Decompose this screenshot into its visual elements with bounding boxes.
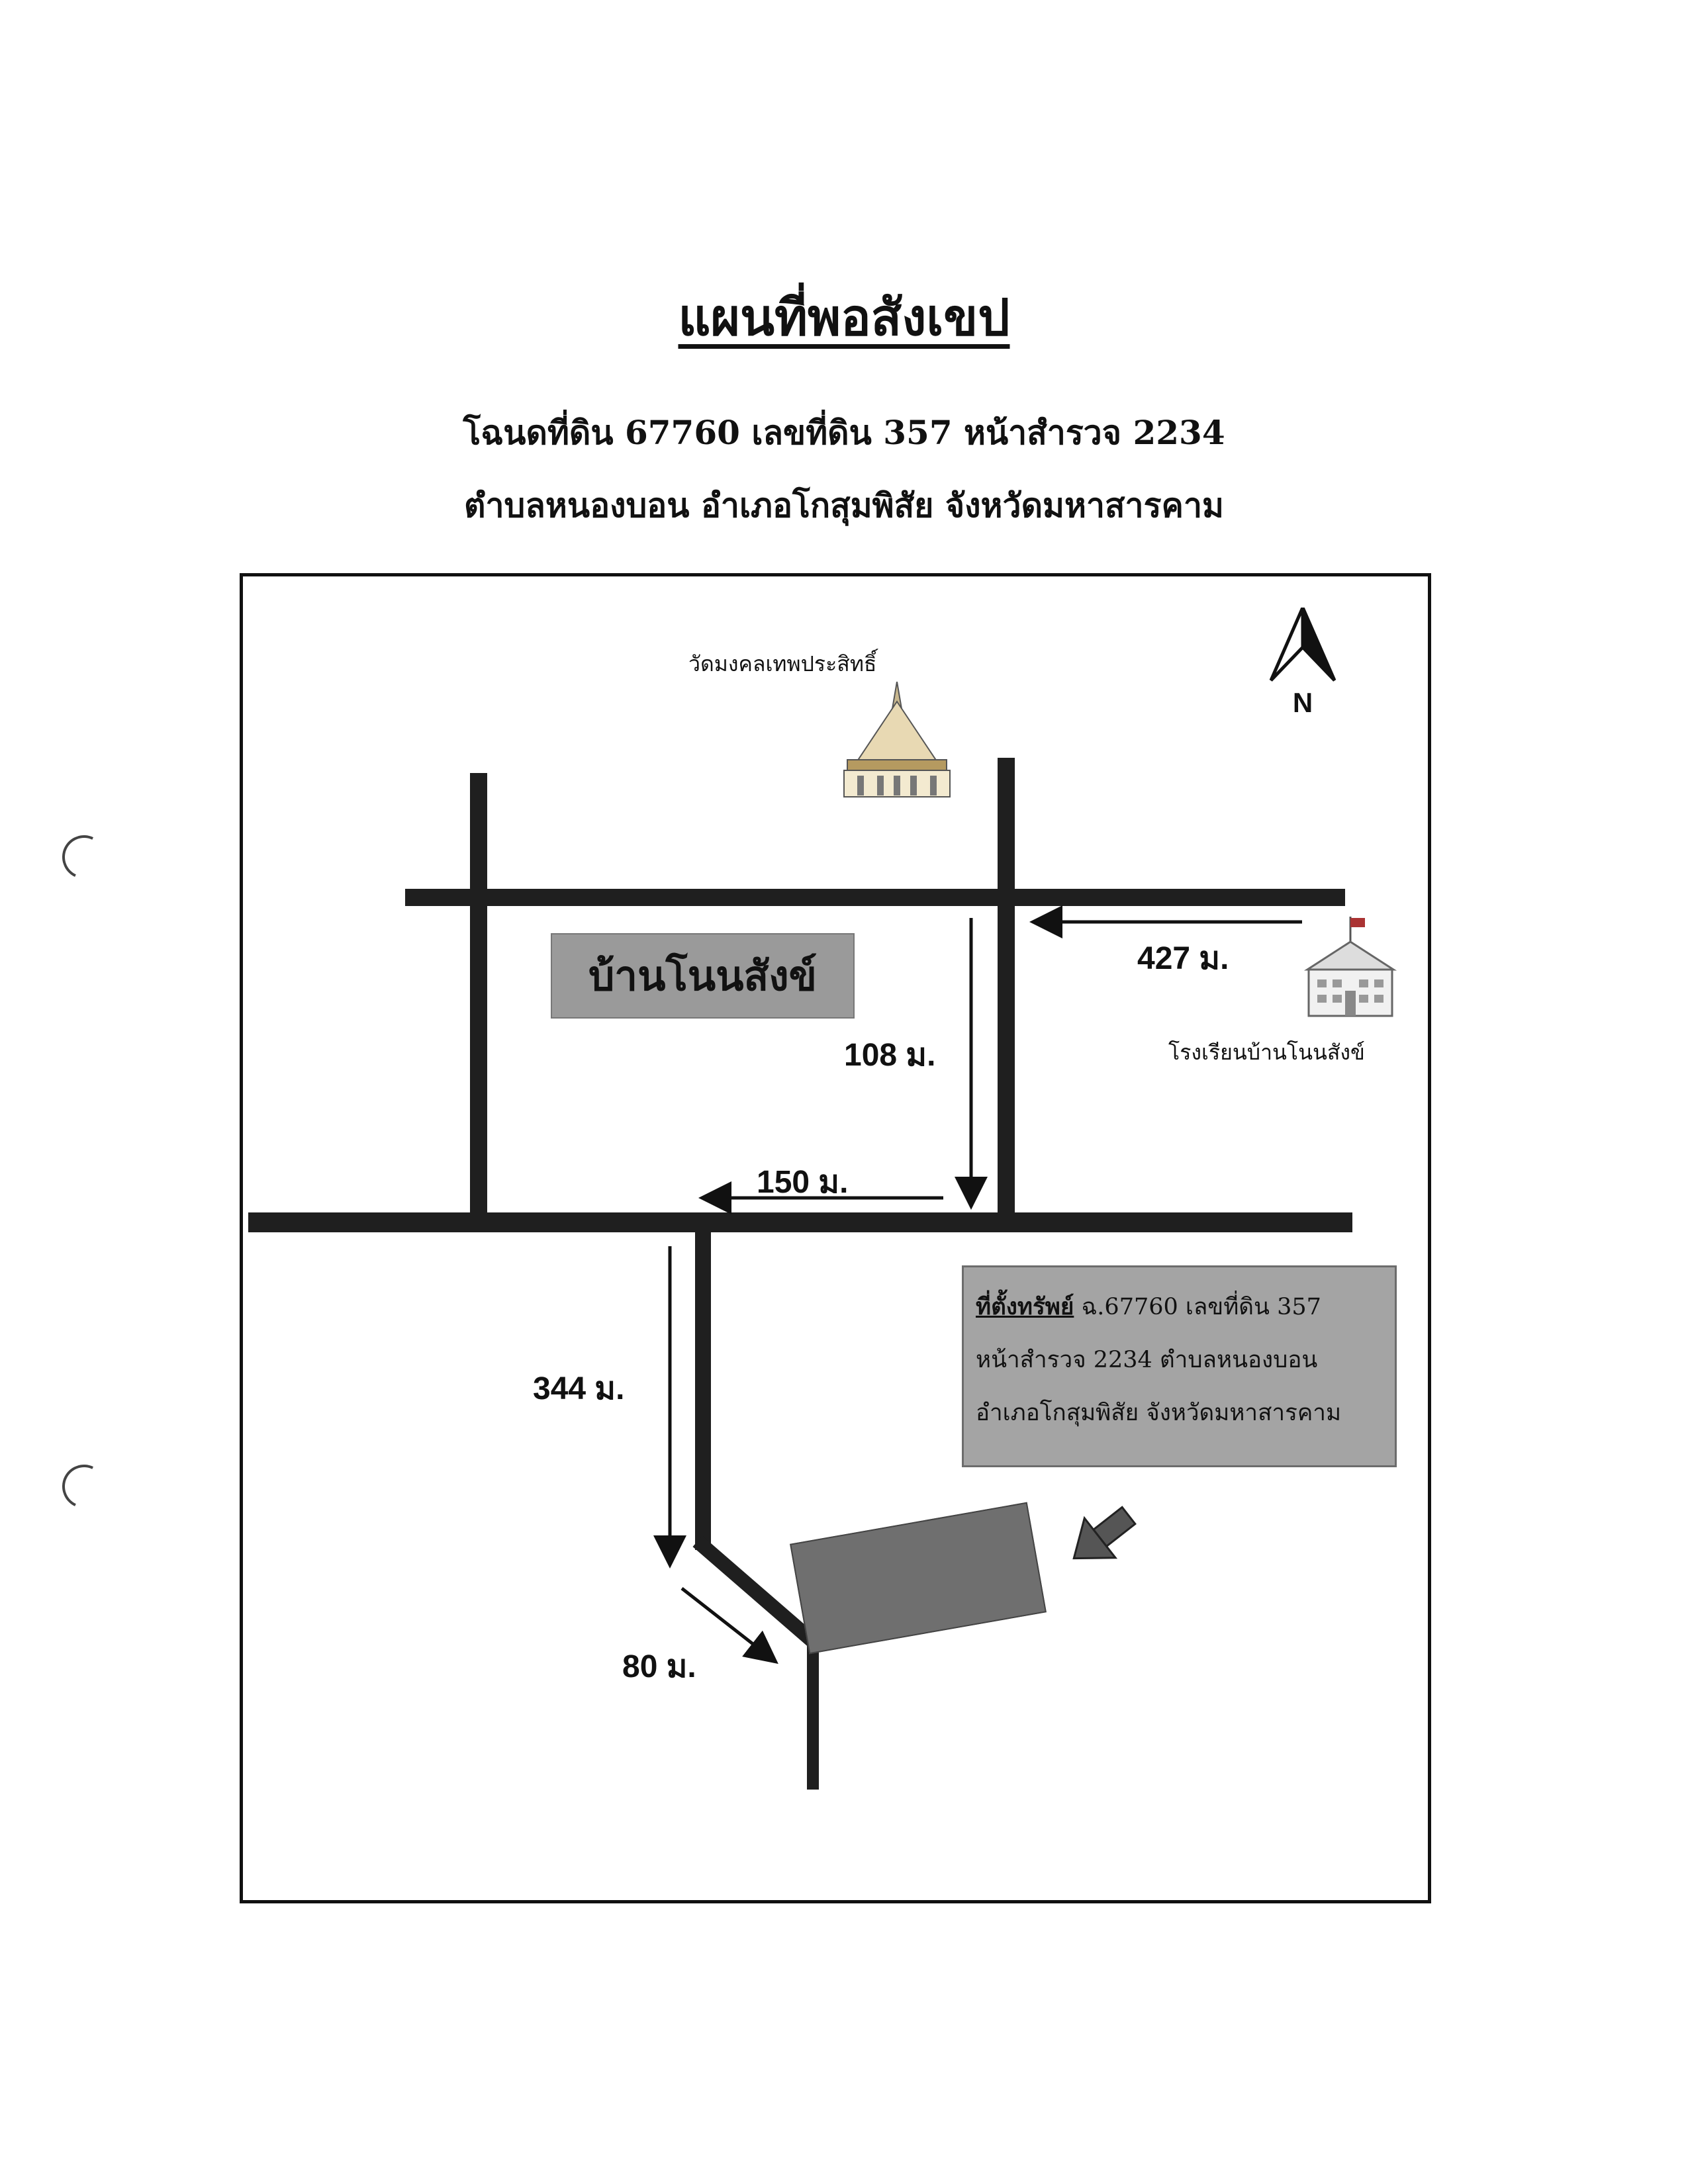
temple-label: วัดมงคลเทพประสิทธิ์ bbox=[688, 651, 877, 676]
distance-108: 108 ม. bbox=[844, 1038, 936, 1073]
village-label: บ้านโนนสังข์ bbox=[551, 933, 855, 1019]
distance-427: 427 ม. bbox=[1137, 941, 1229, 976]
deed-info-line: โฉนดที่ดิน 67760 เลขที่ดิน 357 หน้าสำรวจ… bbox=[463, 413, 1225, 452]
road-top-horizontal bbox=[405, 889, 1345, 906]
temple-icon bbox=[843, 682, 951, 797]
road-right-vertical bbox=[998, 758, 1015, 1221]
north-arrow-icon: N bbox=[1269, 608, 1336, 718]
page-title: แผนที่พอสังเขป bbox=[678, 288, 1010, 347]
map-frame bbox=[240, 573, 1431, 1903]
plot-pointer-arrow bbox=[1072, 1506, 1137, 1560]
info-line-2: หน้าสำรวจ 2234 ตำบลหนองบอน bbox=[976, 1347, 1318, 1373]
road-diagonal bbox=[692, 1535, 823, 1652]
property-location-box: ที่ตั้งทรัพย์ ฉ.67760 เลขที่ดิน 357 หน้า… bbox=[962, 1265, 1397, 1467]
road-south-vertical bbox=[695, 1230, 711, 1550]
distance-344: 344 ม. bbox=[533, 1371, 625, 1406]
distance-80: 80 ม. bbox=[622, 1649, 696, 1684]
distance-150: 150 ม. bbox=[757, 1165, 849, 1200]
info-line-3: อำเภอโกสุมพิสัย จังหวัดมหาสารคาม bbox=[976, 1400, 1342, 1426]
info-lead: ที่ตั้งทรัพย์ bbox=[976, 1293, 1074, 1320]
north-label: N bbox=[1293, 687, 1313, 718]
road-bottom-horizontal bbox=[248, 1212, 1352, 1232]
info-line-1: ที่ตั้งทรัพย์ ฉ.67760 เลขที่ดิน 357 bbox=[976, 1281, 1383, 1334]
location-line: ตำบลหนองบอน อำเภอโกสุมพิสัย จังหวัดมหาสา… bbox=[464, 486, 1224, 525]
info-line-1-rest: ฉ.67760 เลขที่ดิน 357 bbox=[1074, 1294, 1321, 1320]
school-label: โรงเรียนบ้านโนนสังข์ bbox=[1168, 1040, 1365, 1065]
school-icon bbox=[1303, 917, 1397, 1017]
road-left-vertical bbox=[470, 773, 487, 1222]
arrow-80 bbox=[680, 1587, 778, 1664]
